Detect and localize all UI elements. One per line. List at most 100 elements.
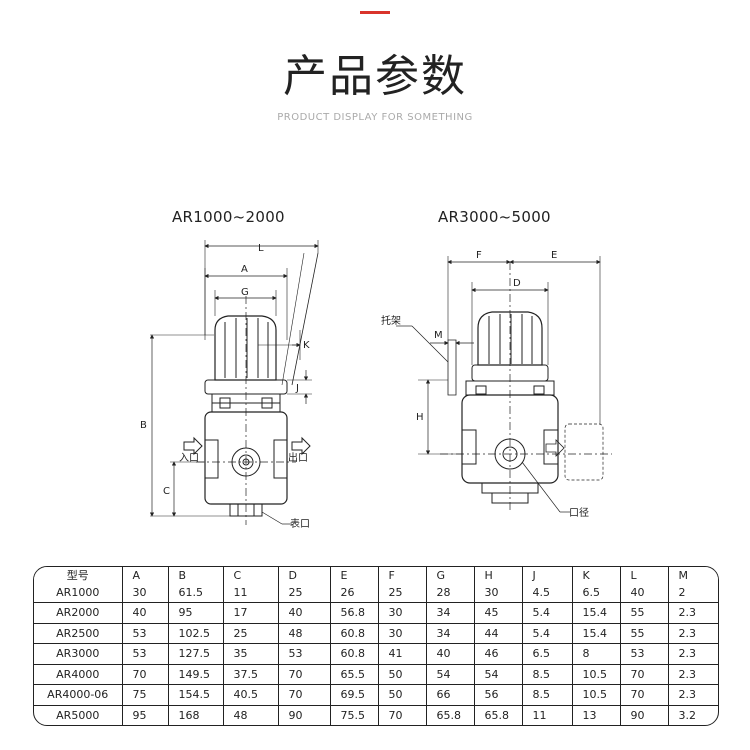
model-cell: AR5000 bbox=[34, 705, 123, 725]
dim-label-h: H bbox=[416, 412, 424, 423]
drawing-ar3000-5000 bbox=[396, 256, 612, 513]
value-cell: 54 bbox=[474, 664, 523, 686]
value-cell: 46 bbox=[474, 643, 523, 665]
dim-label-l: L bbox=[258, 243, 264, 254]
value-cell: 40.5 bbox=[223, 684, 279, 706]
model-cell: AR4000-06 bbox=[34, 684, 123, 706]
value-cell: 34 bbox=[426, 602, 475, 624]
table-header-cell: E bbox=[330, 567, 379, 583]
value-cell: 55 bbox=[620, 623, 669, 645]
value-cell: 40 bbox=[122, 602, 169, 624]
value-cell: 168 bbox=[168, 705, 224, 725]
value-cell: 65.8 bbox=[426, 705, 475, 725]
value-cell: 70 bbox=[122, 664, 169, 686]
model-cell: AR2000 bbox=[34, 602, 123, 624]
value-cell: 2.3 bbox=[668, 684, 718, 706]
value-cell: 25 bbox=[278, 583, 331, 604]
accent-bar bbox=[360, 11, 390, 14]
dim-label-a: A bbox=[241, 264, 248, 275]
value-cell: 70 bbox=[278, 664, 331, 686]
drawing-ar3000-5000-labels: F E D M H 托架 口径 bbox=[381, 250, 589, 519]
table-header-cell: L bbox=[620, 567, 669, 583]
value-cell: 2.3 bbox=[668, 623, 718, 645]
value-cell: 30 bbox=[474, 583, 523, 604]
technical-drawings: L A G K J B C 入口 出口 表口 bbox=[140, 240, 612, 530]
dim-label-c: C bbox=[163, 486, 170, 497]
value-cell: 48 bbox=[223, 705, 279, 725]
table-header-cell: M bbox=[668, 567, 718, 583]
value-cell: 127.5 bbox=[168, 643, 224, 665]
model-cell: AR3000 bbox=[34, 643, 123, 665]
inlet-label: 入口 bbox=[179, 453, 199, 464]
value-cell: 56 bbox=[474, 684, 523, 706]
value-cell: 30 bbox=[378, 623, 427, 645]
dim-label-g: G bbox=[241, 287, 249, 298]
value-cell: 70 bbox=[620, 664, 669, 686]
value-cell: 17 bbox=[223, 602, 279, 624]
value-cell: 15.4 bbox=[572, 623, 621, 645]
dim-label-b: B bbox=[140, 420, 147, 431]
value-cell: 53 bbox=[122, 643, 169, 665]
value-cell: 61.5 bbox=[168, 583, 224, 604]
drawing-ar1000-2000 bbox=[149, 240, 319, 525]
value-cell: 41 bbox=[378, 643, 427, 665]
value-cell: 70 bbox=[278, 684, 331, 706]
value-cell: 8.5 bbox=[522, 684, 573, 706]
value-cell: 10.5 bbox=[572, 664, 621, 686]
outlet-label: 出口 bbox=[288, 451, 308, 464]
value-cell: 40 bbox=[426, 643, 475, 665]
value-cell: 30 bbox=[122, 583, 169, 604]
value-cell: 55 bbox=[620, 602, 669, 624]
gauge-port-label: 表口 bbox=[290, 517, 310, 530]
value-cell: 50 bbox=[378, 664, 427, 686]
table-header-cell: A bbox=[122, 567, 169, 583]
port-size-label: 口径 bbox=[569, 506, 589, 519]
value-cell: 53 bbox=[122, 623, 169, 645]
model-cell: AR1000 bbox=[34, 583, 123, 604]
value-cell: 35 bbox=[223, 643, 279, 665]
value-cell: 2 bbox=[668, 583, 718, 604]
value-cell: 102.5 bbox=[168, 623, 224, 645]
value-cell: 5.4 bbox=[522, 602, 573, 624]
value-cell: 65.5 bbox=[330, 664, 379, 686]
value-cell: 37.5 bbox=[223, 664, 279, 686]
table-header-cell: D bbox=[278, 567, 331, 583]
table-header-cell: H bbox=[474, 567, 523, 583]
value-cell: 8.5 bbox=[522, 664, 573, 686]
value-cell: 75 bbox=[122, 684, 169, 706]
dim-label-f: F bbox=[476, 250, 482, 261]
table-header-cell: B bbox=[168, 567, 224, 583]
value-cell: 15.4 bbox=[572, 602, 621, 624]
page-subtitle: PRODUCT DISPLAY FOR SOMETHING bbox=[277, 112, 473, 123]
table-header-cell: K bbox=[572, 567, 621, 583]
value-cell: 65.8 bbox=[474, 705, 523, 725]
value-cell: 149.5 bbox=[168, 664, 224, 686]
table-header-cell: 型号 bbox=[34, 567, 123, 583]
value-cell: 25 bbox=[223, 623, 279, 645]
diagram-title-large: AR3000~5000 bbox=[438, 208, 551, 226]
value-cell: 45 bbox=[474, 602, 523, 624]
value-cell: 66 bbox=[426, 684, 475, 706]
value-cell: 95 bbox=[122, 705, 169, 725]
bracket-label: 托架 bbox=[381, 314, 401, 327]
value-cell: 2.3 bbox=[668, 664, 718, 686]
model-cell: AR2500 bbox=[34, 623, 123, 645]
table-header-cell: G bbox=[426, 567, 475, 583]
value-cell: 53 bbox=[620, 643, 669, 665]
drawing-ar1000-2000-labels: L A G K J B C 入口 出口 表口 bbox=[140, 243, 310, 530]
value-cell: 53 bbox=[278, 643, 331, 665]
value-cell: 28 bbox=[426, 583, 475, 604]
value-cell: 13 bbox=[572, 705, 621, 725]
page-title: 产品参数 bbox=[283, 51, 467, 102]
value-cell: 60.8 bbox=[330, 643, 379, 665]
dim-label-k: K bbox=[303, 340, 310, 351]
value-cell: 69.5 bbox=[330, 684, 379, 706]
value-cell: 26 bbox=[330, 583, 379, 604]
